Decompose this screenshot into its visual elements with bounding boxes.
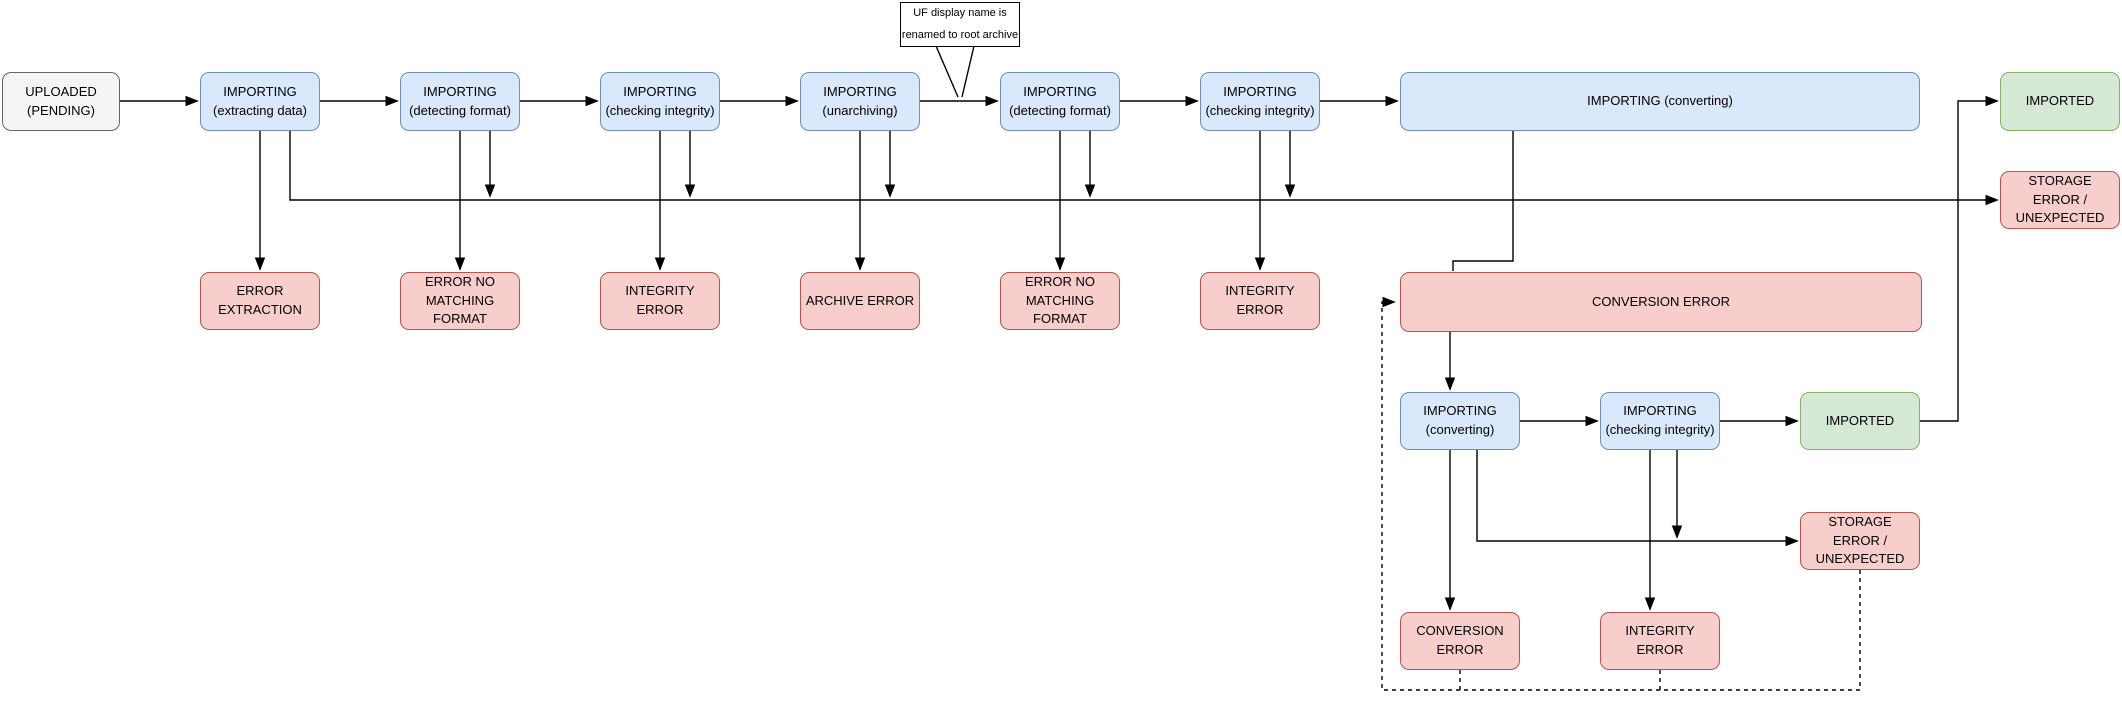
state-uploaded-pending: UPLOADED (PENDING) xyxy=(2,72,120,131)
state-integrity-error-sub: INTEGRITY ERROR xyxy=(1600,612,1720,670)
state-importing-converting: IMPORTING (converting) xyxy=(1400,72,1920,131)
state-error-no-matching-2: ERROR NO MATCHING FORMAT xyxy=(1000,272,1120,330)
edge-sub-imported-to-imported-top xyxy=(1920,101,1997,422)
state-conversion-error: CONVERSION ERROR xyxy=(1400,272,1922,332)
callout-note: UF display name is renamed to root archi… xyxy=(900,2,1020,47)
state-importing-checking-2: IMPORTING (checking integrity) xyxy=(1200,72,1320,131)
state-importing-extracting: IMPORTING (extracting data) xyxy=(200,72,320,131)
state-importing-converting-sub: IMPORTING (converting) xyxy=(1400,392,1520,450)
edge-converting-to-conversion-error xyxy=(1452,131,1514,271)
state-importing-detecting-2: IMPORTING (detecting format) xyxy=(1000,72,1120,131)
edge-retry-loop-dashed xyxy=(1381,302,1861,691)
state-error-extraction: ERROR EXTRACTION xyxy=(200,272,320,330)
state-importing-checking-sub: IMPORTING (checking integrity) xyxy=(1600,392,1720,450)
state-storage-error-top: STORAGE ERROR / UNEXPECTED xyxy=(2000,171,2120,229)
state-importing-detecting-1: IMPORTING (detecting format) xyxy=(400,72,520,131)
state-conversion-error-sub: CONVERSION ERROR xyxy=(1400,612,1520,670)
state-error-no-matching-1: ERROR NO MATCHING FORMAT xyxy=(400,272,520,330)
edge-bus-to-storage-error-top xyxy=(289,131,1997,200)
state-importing-unarchiving: IMPORTING (unarchiving) xyxy=(800,72,920,131)
callout-pointer xyxy=(935,45,975,98)
state-importing-checking-1: IMPORTING (checking integrity) xyxy=(600,72,720,131)
state-storage-error-sub: STORAGE ERROR / UNEXPECTED xyxy=(1800,512,1920,570)
state-integrity-error-1: INTEGRITY ERROR xyxy=(600,272,720,330)
state-imported-top: IMPORTED xyxy=(2000,72,2120,131)
edge-sub-converting-to-storage-error-sub xyxy=(1476,450,1797,541)
state-imported-sub: IMPORTED xyxy=(1800,392,1920,450)
state-archive-error: ARCHIVE ERROR xyxy=(800,272,920,330)
state-integrity-error-2: INTEGRITY ERROR xyxy=(1200,272,1320,330)
